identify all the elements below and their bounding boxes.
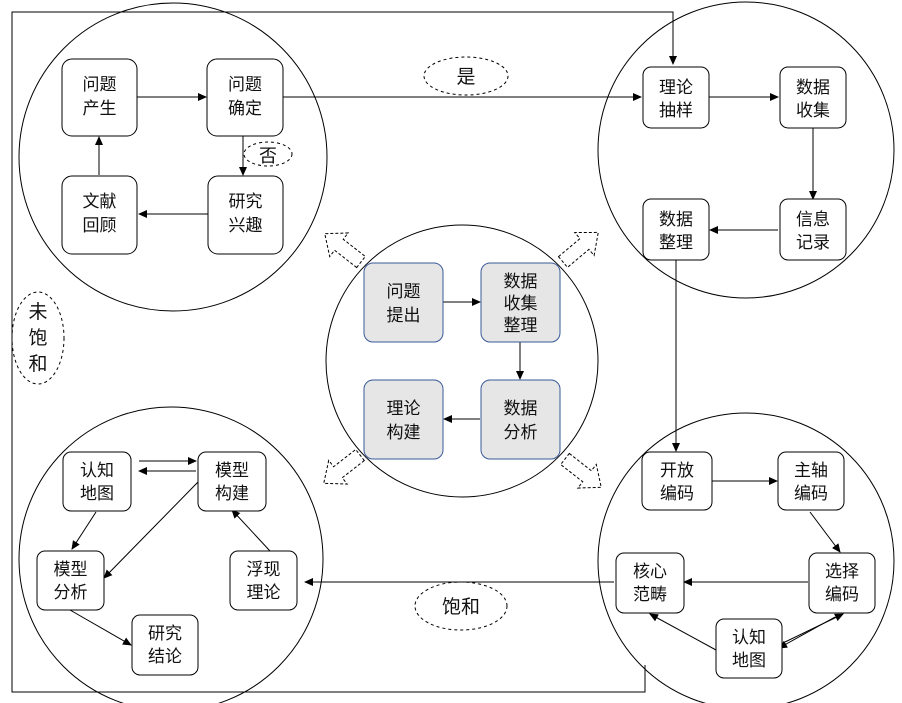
node-problem-arising: 问题 产生	[61, 58, 138, 137]
svg-text:模型: 模型	[54, 560, 88, 580]
node-model-build: 模型 构建	[197, 451, 267, 512]
arrow-map-to-core	[649, 613, 717, 651]
svg-text:收集: 收集	[796, 101, 830, 121]
unsaturated-label-ellipse	[11, 291, 65, 385]
svg-text:浮现: 浮现	[247, 560, 281, 580]
node-model-analysis: 模型 分析	[36, 550, 105, 611]
svg-text:问题: 问题	[228, 75, 262, 95]
node-theoretical-sampling: 理论 抽样	[642, 66, 710, 129]
center-node-theory-build: 理论 构建	[363, 379, 444, 460]
arrow-selective-to-map	[778, 616, 836, 649]
svg-text:问题: 问题	[387, 282, 421, 302]
svg-text:确定: 确定	[228, 99, 262, 119]
svg-text:构建: 构建	[215, 484, 249, 504]
svg-text:产生: 产生	[83, 99, 117, 119]
no-label: 否	[259, 146, 277, 167]
svg-text:主轴: 主轴	[794, 461, 828, 481]
center-node-propose: 问题 提出	[363, 262, 444, 343]
hollow-arrow-top-right	[557, 231, 599, 269]
svg-text:编码: 编码	[660, 484, 694, 504]
node-emergent-theory: 浮现 理论	[229, 550, 298, 611]
saturated-label: 饱和	[442, 596, 480, 618]
svg-text:编码: 编码	[794, 484, 828, 504]
node-selective-coding: 选择 编码	[808, 552, 876, 614]
node-cognitive-map-left: 认知 地图	[62, 451, 132, 512]
node-data-collection: 数据 收集	[779, 66, 847, 129]
circle-model	[18, 406, 324, 703]
arrow-map-to-selective	[784, 613, 844, 643]
svg-text:研究: 研究	[229, 192, 263, 212]
no-label-ellipse	[243, 141, 293, 167]
circle-coding	[597, 412, 895, 703]
center-node-collect: 数据 收集 整理	[480, 262, 561, 343]
svg-text:收集: 收集	[504, 294, 538, 314]
circle-problem	[18, 2, 328, 312]
node-literature-review: 文献 回顾	[61, 175, 138, 255]
arrow-model-build-to-analysis	[103, 480, 200, 579]
svg-text:认知: 认知	[80, 461, 114, 481]
node-info-record: 信息 记录	[779, 198, 847, 261]
node-core-category: 核心 范畴	[615, 552, 685, 614]
svg-text:文献: 文献	[83, 192, 117, 212]
unsaturated-label-1: 未	[28, 301, 47, 323]
svg-text:数据: 数据	[504, 272, 538, 292]
svg-text:回顾: 回顾	[83, 216, 117, 236]
svg-text:构建: 构建	[387, 423, 421, 443]
svg-text:结论: 结论	[148, 647, 182, 667]
node-axial-coding: 主轴 编码	[777, 451, 845, 511]
unsaturated-loop-frame	[11, 11, 677, 693]
svg-text:认知: 认知	[732, 628, 766, 648]
arrow-map-to-model-analysis	[71, 511, 97, 550]
svg-text:数据: 数据	[504, 399, 538, 419]
svg-text:选择: 选择	[825, 562, 859, 582]
circle-data	[597, 1, 895, 299]
arrow-emergent-to-model-build	[231, 509, 271, 552]
svg-text:分析: 分析	[504, 423, 538, 443]
arrow-analysis-to-conclusion	[69, 609, 132, 646]
svg-text:兴趣: 兴趣	[229, 216, 263, 236]
svg-text:数据: 数据	[659, 210, 693, 230]
unsaturated-label-2: 饱	[28, 327, 47, 349]
svg-text:模型: 模型	[215, 461, 249, 481]
svg-text:地图: 地图	[732, 651, 766, 671]
arrow-axial-to-selective	[809, 511, 841, 553]
yes-label-ellipse	[423, 56, 509, 96]
center-node-analyze: 数据 分析	[480, 379, 561, 460]
node-research-conclusion: 研究 结论	[131, 614, 199, 676]
node-problem-confirm: 问题 确定	[206, 58, 284, 137]
svg-text:地图: 地图	[80, 484, 114, 504]
svg-text:研究: 研究	[148, 624, 182, 644]
svg-text:记录: 记录	[796, 233, 830, 253]
node-cognitive-map-right: 认知 地图	[715, 618, 783, 679]
node-data-organize: 数据 整理	[642, 198, 710, 261]
circle-center	[325, 224, 599, 498]
unsaturated-label-3: 和	[28, 353, 47, 375]
svg-text:抽样: 抽样	[659, 101, 693, 121]
svg-text:问题: 问题	[83, 75, 117, 95]
svg-text:开放: 开放	[660, 461, 694, 481]
svg-text:分析: 分析	[54, 583, 88, 603]
svg-text:范畴: 范畴	[633, 585, 667, 605]
svg-text:信息: 信息	[796, 210, 830, 230]
yes-label: 是	[456, 66, 475, 88]
hollow-arrow-top-left	[324, 232, 367, 269]
svg-text:编码: 编码	[825, 585, 859, 605]
hollow-arrow-bottom-right	[559, 452, 602, 489]
svg-text:理论: 理论	[659, 78, 693, 98]
svg-text:整理: 整理	[659, 233, 693, 253]
svg-text:提出: 提出	[387, 306, 421, 326]
node-research-interest: 研究 兴趣	[207, 175, 284, 255]
svg-text:理论: 理论	[247, 583, 281, 603]
svg-text:理论: 理论	[387, 399, 421, 419]
svg-text:数据: 数据	[796, 78, 830, 98]
svg-text:整理: 整理	[504, 316, 538, 336]
node-open-coding: 开放 编码	[641, 451, 713, 511]
svg-text:核心: 核心	[633, 562, 667, 582]
hollow-arrow-bottom-left	[323, 448, 366, 485]
